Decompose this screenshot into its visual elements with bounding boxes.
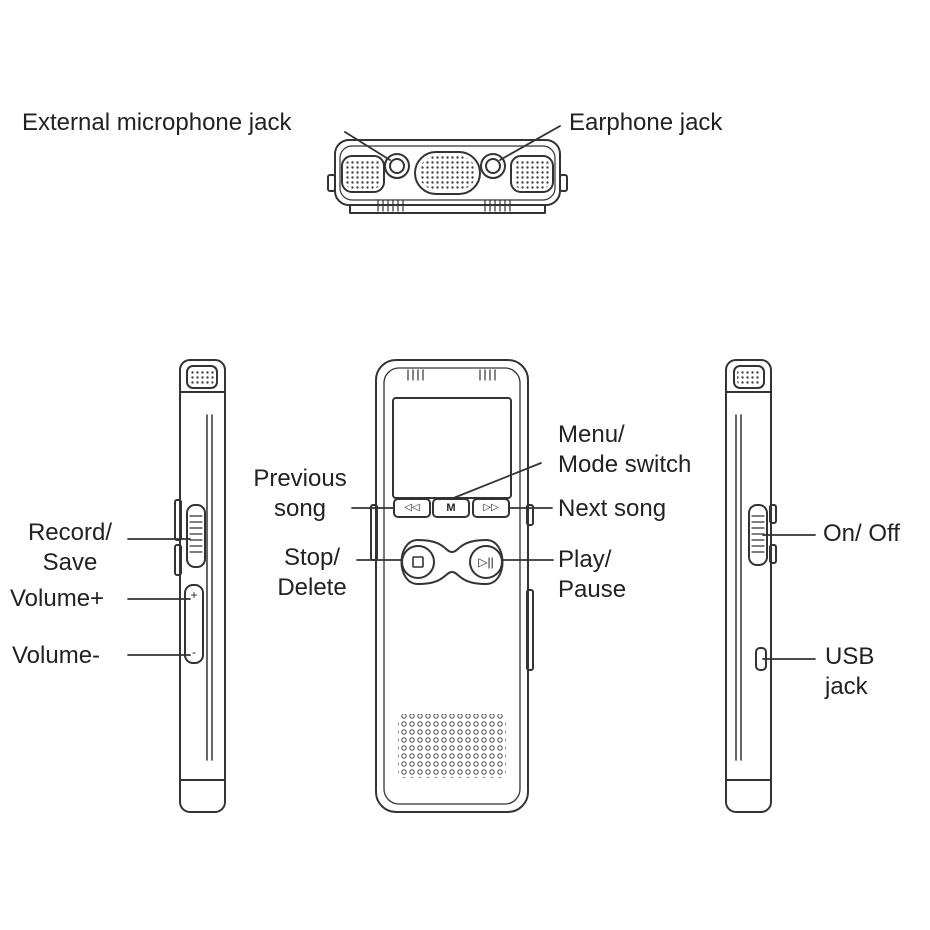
label-volume-plus: Volume+ — [10, 585, 105, 612]
fast-forward-icon: ▷▷ — [483, 502, 499, 513]
label-previous-song: Previous song — [253, 465, 347, 522]
label-stop-delete: Stop/ Delete — [277, 544, 347, 601]
play-pause-button[interactable] — [469, 545, 503, 579]
earphone-jack-icon — [480, 153, 506, 179]
label-next-song: Next song — [558, 495, 667, 522]
play-pause-icon: ▷|| — [478, 555, 494, 569]
stop-delete-button[interactable] — [401, 545, 435, 579]
label-volume-minus: Volume- — [12, 642, 101, 669]
right-side-view — [725, 359, 816, 813]
label-usb-jack: USB jack — [825, 643, 875, 700]
label-menu-mode-switch: Menu/ Mode switch — [558, 421, 692, 478]
label-earphone-jack: Earphone jack — [569, 109, 723, 136]
volume-minus-icon: - — [192, 645, 196, 659]
label-on-off: On/ Off — [823, 520, 900, 547]
left-side-view — [127, 359, 226, 813]
volume-plus-icon: + — [190, 588, 198, 602]
top-center-mic-grille — [414, 151, 481, 195]
top-right-mic-grille — [510, 155, 554, 193]
label-play-pause: Play/ Pause — [558, 546, 627, 603]
label-record-save: Record/ Save — [27, 519, 113, 576]
top-view — [327, 125, 568, 214]
rewind-icon: ◁◁ — [404, 502, 420, 513]
speaker-grille — [398, 714, 506, 778]
external-mic-jack-icon — [384, 153, 410, 179]
top-left-mic-grille — [341, 155, 385, 193]
volume-rocker[interactable] — [184, 584, 204, 664]
front-view — [351, 359, 554, 813]
label-external-mic-jack: External microphone jack — [22, 109, 292, 136]
menu-m-icon: M — [446, 502, 456, 514]
record-save-slider[interactable] — [186, 504, 206, 568]
